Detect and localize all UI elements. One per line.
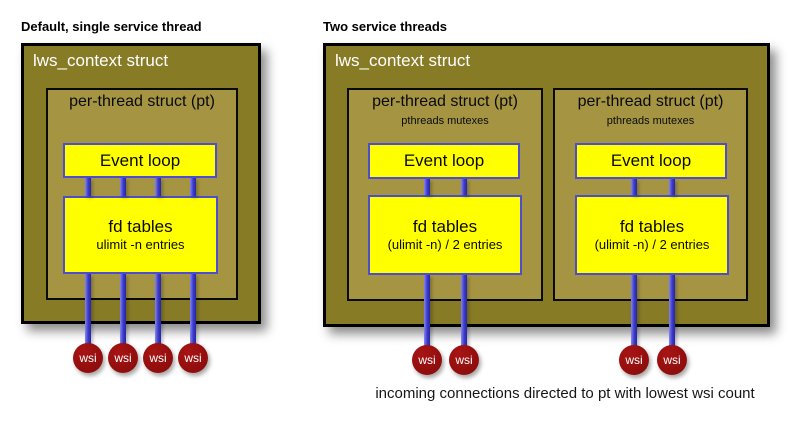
- right-event-loop-box-2: Event loop: [575, 143, 727, 179]
- right-fd-tables-label-1: fd tables: [412, 217, 478, 237]
- right-event-loop-label-1: Event loop: [403, 151, 485, 170]
- right-fd-tables-box-1: fd tables (ulimit -n) / 2 entries: [368, 195, 522, 275]
- left-diagram-title: Default, single service thread: [21, 19, 202, 34]
- right-mutexes-label-2: pthreads mutexes: [606, 115, 695, 127]
- connector-line: [85, 274, 91, 345]
- wsi-node: wsi: [73, 343, 103, 373]
- right-per-thread-label-1: per-thread struct (pt): [372, 93, 518, 110]
- right-lws-context-label: lws_context struct: [335, 51, 471, 70]
- connector-line: [461, 179, 467, 195]
- connector-line: [190, 178, 196, 196]
- connector-line: [424, 275, 430, 347]
- wsi-node: wsi: [108, 343, 138, 373]
- right-event-loop-box-1: Event loop: [368, 143, 520, 179]
- incoming-connections-caption: incoming connections directed to pt with…: [375, 385, 755, 402]
- connector-line: [190, 274, 196, 345]
- connector-line: [631, 179, 637, 195]
- wsi-node: wsi: [412, 345, 442, 375]
- connector-line: [669, 275, 675, 347]
- connector-line: [461, 275, 467, 347]
- connector-line: [85, 178, 91, 196]
- left-fd-tables-box: fd tables ulimit -n entries: [63, 196, 218, 274]
- right-fd-tables-box-2: fd tables (ulimit -n) / 2 entries: [575, 195, 729, 275]
- right-per-thread-label-2: per-thread struct (pt): [577, 93, 724, 110]
- connector-line: [155, 178, 161, 196]
- connector-line: [424, 179, 430, 195]
- wsi-node: wsi: [657, 345, 687, 375]
- left-fd-tables-label: fd tables: [108, 217, 173, 237]
- wsi-node: wsi: [143, 343, 173, 373]
- connector-line: [120, 274, 126, 345]
- wsi-node: wsi: [449, 345, 479, 375]
- left-event-loop-label: Event loop: [99, 150, 181, 170]
- connector-line: [120, 178, 126, 196]
- right-fd-tables-sub-2: (ulimit -n) / 2 entries: [594, 236, 710, 252]
- left-event-loop-box: Event loop: [63, 143, 217, 178]
- connector-line: [631, 275, 637, 347]
- wsi-node: wsi: [619, 345, 649, 375]
- connector-line: [155, 274, 161, 345]
- wsi-node: wsi: [178, 343, 208, 373]
- left-lws-context-label: lws_context struct: [33, 51, 169, 70]
- connector-line: [669, 179, 675, 195]
- right-event-loop-label-2: Event loop: [610, 151, 692, 170]
- right-fd-tables-sub-1: (ulimit -n) / 2 entries: [387, 236, 503, 252]
- right-diagram-title: Two service threads: [323, 19, 448, 34]
- right-mutexes-label-1: pthreads mutexes: [401, 115, 489, 127]
- left-per-thread-label: per-thread struct (pt): [69, 93, 215, 110]
- right-fd-tables-label-2: fd tables: [619, 217, 685, 237]
- left-fd-tables-sub: ulimit -n entries: [96, 236, 185, 252]
